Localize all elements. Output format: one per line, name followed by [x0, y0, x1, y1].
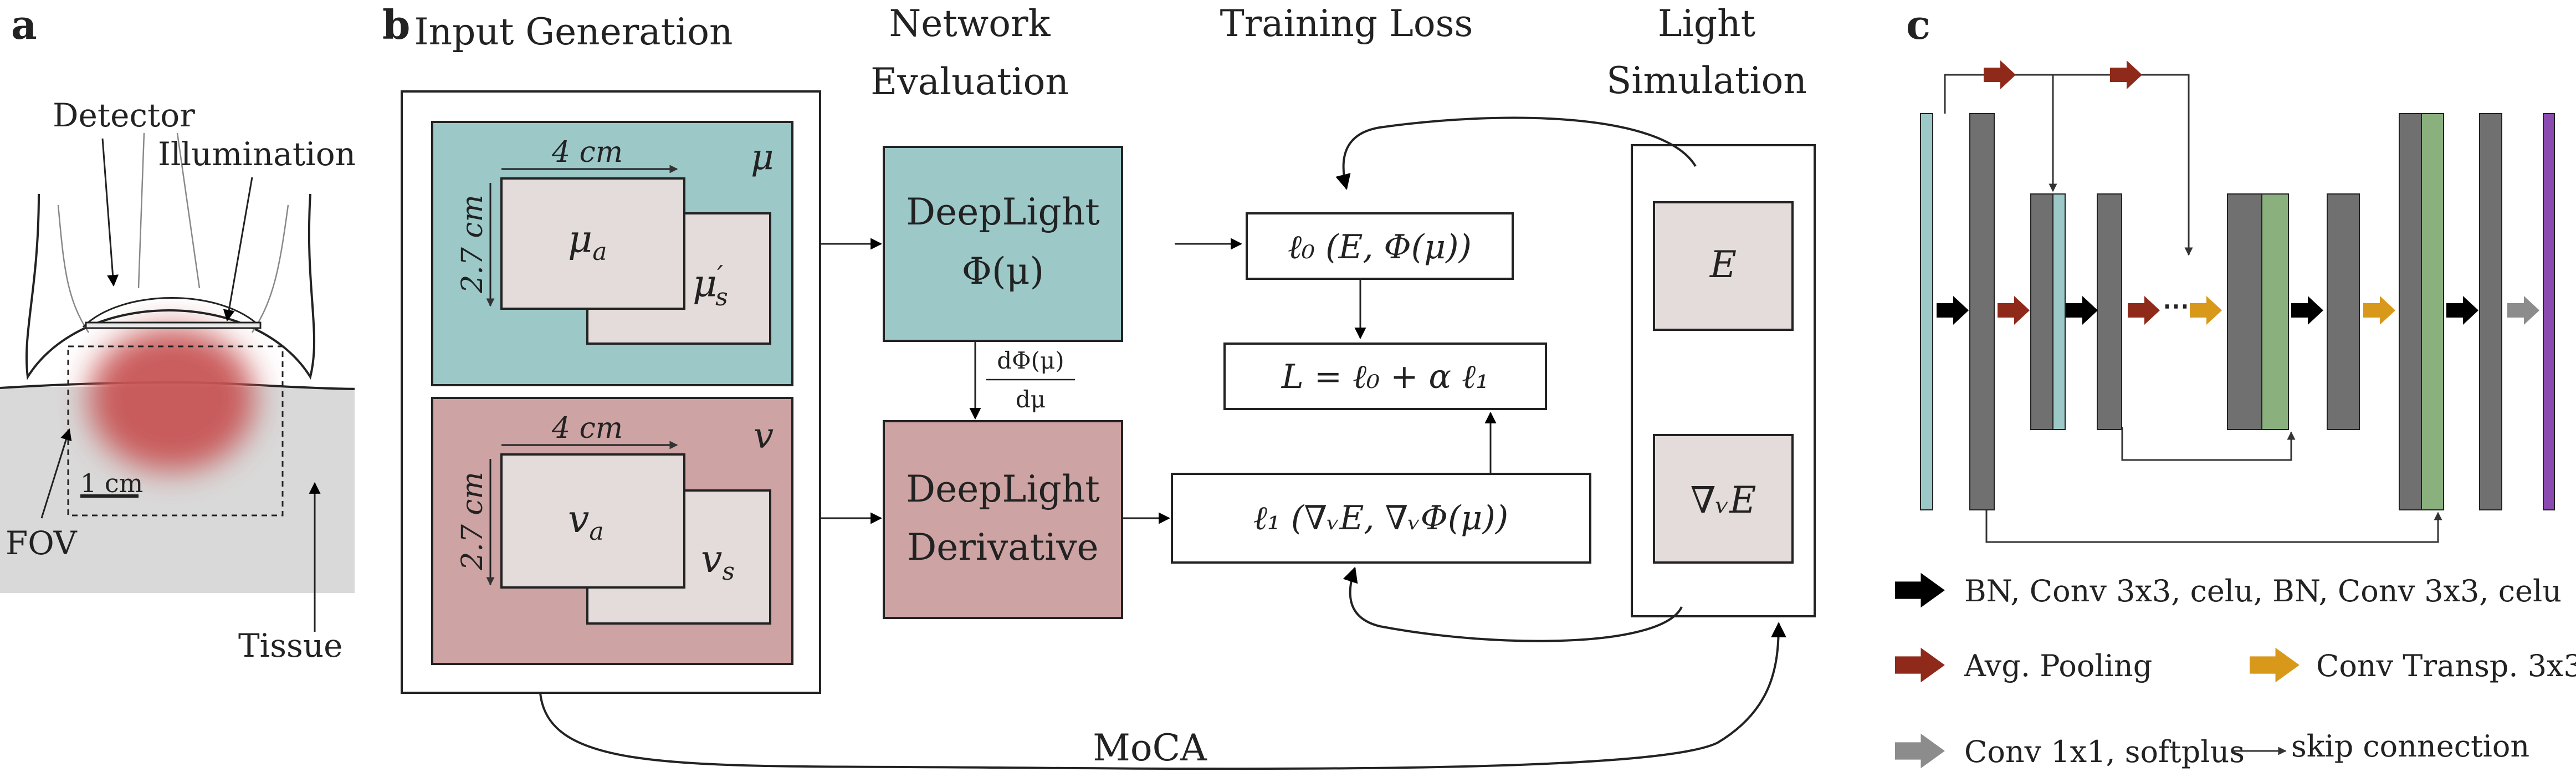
derivative-box	[883, 420, 1123, 619]
derivative-title-2: Derivative	[907, 526, 1098, 569]
loss-l0-box	[1246, 212, 1514, 280]
unet-dec1-bar	[2227, 193, 2262, 430]
card-mu-s-label: μ′s	[693, 260, 728, 311]
moca-label: MoCA	[1093, 727, 1207, 769]
legend-black-arrow-icon	[1895, 572, 1945, 608]
unet-dec2-bar	[2327, 193, 2360, 430]
header-light-line2: Simulation	[1606, 59, 1807, 102]
header-input-generation: Input Generation	[414, 11, 733, 53]
detector-label: Detector	[53, 96, 195, 134]
unet-dec3-bar	[2399, 113, 2422, 510]
panel-label-c: c	[1906, 1, 1930, 48]
unet-enc1-bar	[1969, 113, 1995, 510]
card-v-a	[500, 453, 685, 589]
mid-arrow-black-2	[2066, 296, 2098, 325]
unet-input-bar	[1920, 113, 1933, 510]
loss-l1-box	[1171, 473, 1591, 564]
scale-bar-label: 1 cm	[80, 468, 143, 498]
panel-label-b: b	[382, 1, 410, 48]
panel-c: ⋯ BN, Conv 3x3, celu, BN, Conv 3x3, celu…	[1895, 60, 2576, 769]
mid-arrow-orange-2	[2363, 296, 2395, 325]
top-pool-arrow-2	[2110, 60, 2142, 89]
loss-L-text: L = ℓ₀ + α ℓ₁	[1281, 357, 1489, 396]
header-network-line1: Network	[889, 2, 1051, 45]
derivative-title-1: DeepLight	[906, 468, 1100, 510]
skip-connection-mid	[2121, 427, 2296, 461]
unet-dec3-up-bar	[2421, 113, 2444, 510]
deeplight-box	[883, 146, 1123, 342]
unet-output-bar	[2543, 113, 2555, 510]
card-mu-a-label: μa	[568, 218, 607, 266]
header-network-line2: Evaluation	[870, 60, 1069, 103]
legend-gray-arrow-icon	[1895, 733, 1945, 769]
illumination-label: Illumination	[158, 135, 356, 173]
unet-enc2-bar	[2030, 193, 2053, 430]
mu-height-label: 2.7 cm	[456, 195, 489, 294]
card-v-s-label: vs	[701, 538, 735, 586]
mid-arrow-orange-1	[2190, 296, 2222, 325]
legend-orange-text: Conv Transp. 3x3	[2316, 648, 2576, 683]
unet-enc3-bar	[2097, 193, 2122, 430]
input-generation-box	[401, 90, 821, 694]
unet-enc2-pool-bar	[2052, 193, 2066, 430]
loss-l0-text: ℓ₀ (E, Φ(μ))	[1288, 228, 1472, 267]
illumination-glow	[89, 327, 255, 471]
skip-connection-bottom	[1985, 510, 2442, 543]
detector-housing	[25, 193, 316, 380]
unet-dec1-up-bar	[2261, 193, 2289, 430]
mid-arrow-black-3	[2291, 296, 2323, 325]
legend-gray-text: Conv 1x1, softplus	[1964, 734, 2245, 769]
light-E-box	[1653, 201, 1794, 331]
mu-symbol: μ	[751, 137, 774, 178]
panel-a: Detector Illumination 1 cm FOV Tissue	[0, 96, 356, 664]
legend-red-arrow-icon	[1895, 647, 1945, 683]
panel-label-a: a	[11, 1, 37, 48]
mu-width-label: 4 cm	[551, 136, 623, 169]
ellipsis: ⋯	[2163, 290, 2189, 321]
v-height-label: 2.7 cm	[456, 472, 489, 571]
illumination-slit	[85, 321, 262, 329]
legend-red-text: Avg. Pooling	[1964, 648, 2152, 683]
tissue-label: Tissue	[238, 627, 342, 664]
loss-L-box	[1223, 343, 1547, 410]
v-width-label: 4 cm	[551, 412, 623, 445]
deeplight-phi: Φ(μ)	[962, 250, 1044, 293]
light-gradE-label: ∇ᵥE	[1691, 479, 1756, 522]
derivative-num: dΦ(μ)	[997, 347, 1064, 374]
legend-orange-arrow-icon	[2250, 647, 2300, 683]
light-E-label: E	[1709, 243, 1737, 286]
light-gradE-box	[1653, 434, 1794, 564]
derivative-den: dμ	[1016, 386, 1046, 413]
mid-arrow-gray-1	[2507, 296, 2539, 325]
mid-arrow-red-2	[2128, 296, 2160, 325]
top-pool-arrow-1	[1984, 60, 2016, 89]
unet-dec4-bar	[2479, 113, 2502, 510]
v-symbol: v	[754, 416, 774, 457]
mid-arrow-black-4	[2446, 296, 2478, 325]
legend-black-text: BN, Conv 3x3, celu, BN, Conv 3x3, celu	[1964, 574, 2562, 609]
skip-connection-top-a	[1944, 74, 2193, 256]
mid-arrow-black-1	[1937, 296, 1969, 325]
fov-label: FOV	[6, 524, 78, 562]
header-light-line1: Light	[1658, 2, 1755, 45]
header-training-loss: Training Loss	[1220, 2, 1473, 45]
card-v-a-label: va	[568, 498, 604, 546]
mid-arrow-red-1	[1998, 296, 2030, 325]
deeplight-title: DeepLight	[906, 191, 1100, 233]
legend-skip-text: skip connection	[2291, 729, 2529, 764]
loss-l1-text: ℓ₁ (∇ᵥE, ∇ᵥΦ(μ))	[1253, 499, 1508, 538]
panel-b: Input Generation Network Evaluation Trai…	[401, 2, 1816, 770]
card-mu-a	[500, 177, 685, 310]
